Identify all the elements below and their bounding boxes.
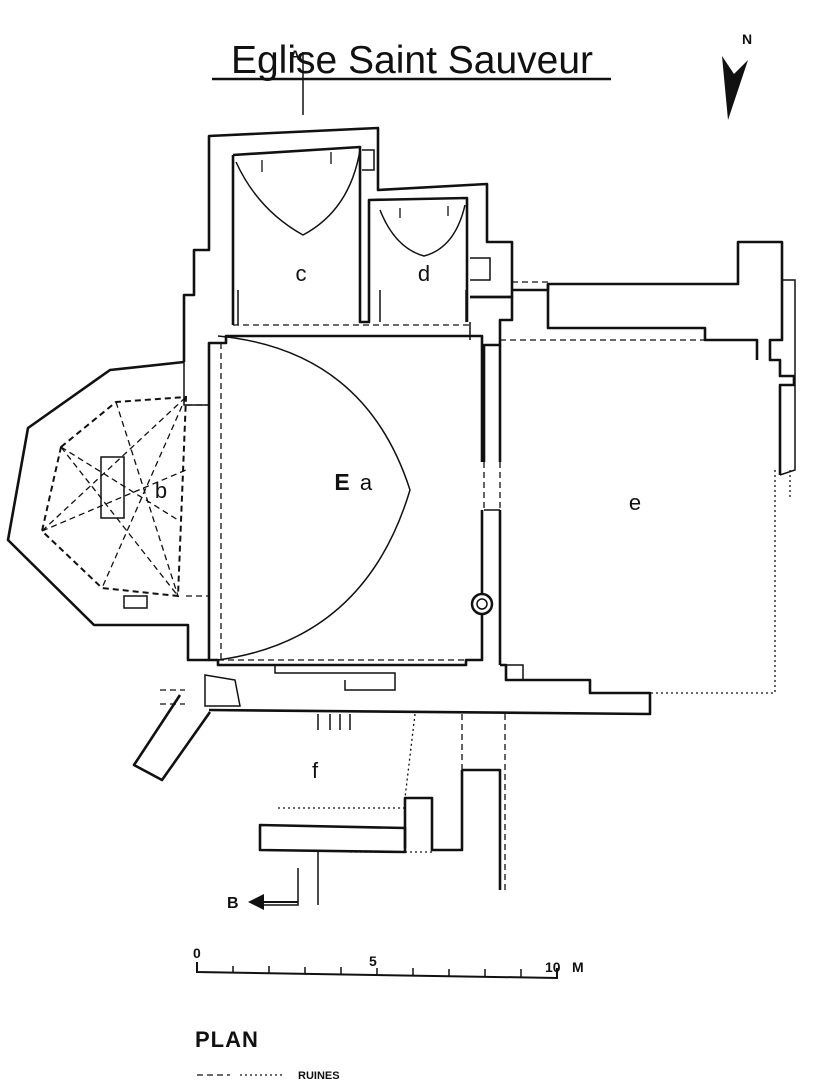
scale-ten: 10 [545,959,561,975]
svg-text:B: B [227,895,239,912]
scale-unit: M [572,959,584,975]
plan-title: Eglise Saint Sauveur [231,39,593,82]
north-walls [182,126,514,362]
room-label-a: a [360,470,373,495]
wall-a-e [469,295,514,665]
room-e [208,240,796,716]
south-strip [160,665,396,707]
apse-ticks [261,152,449,218]
room-label-e: e [629,490,641,515]
svg-text:RUINES: RUINES [298,1070,340,1080]
scale-bar: 0 5 10 M [193,945,584,980]
plan-label: PLAN [195,1027,259,1052]
nave-a [207,334,494,667]
room-label-E: E [334,469,349,495]
section-mark-a: A [290,47,304,115]
room-label-b: b [155,478,167,503]
north-arrow-icon [722,56,748,120]
apse-d [379,204,466,257]
apse-c [235,149,361,236]
legend-ruins: RUINES [197,1070,340,1080]
chapel-b [6,360,209,662]
svg-text:A: A [290,47,300,63]
room-label-d: d [418,261,430,286]
scale-five: 5 [369,953,377,969]
section-mark-b: B [227,894,298,912]
scale-zero: 0 [193,945,201,961]
room-label-f: f [312,758,319,783]
porch-f [132,694,506,906]
room-label-c: c [296,261,307,286]
north-label: N [742,31,752,47]
